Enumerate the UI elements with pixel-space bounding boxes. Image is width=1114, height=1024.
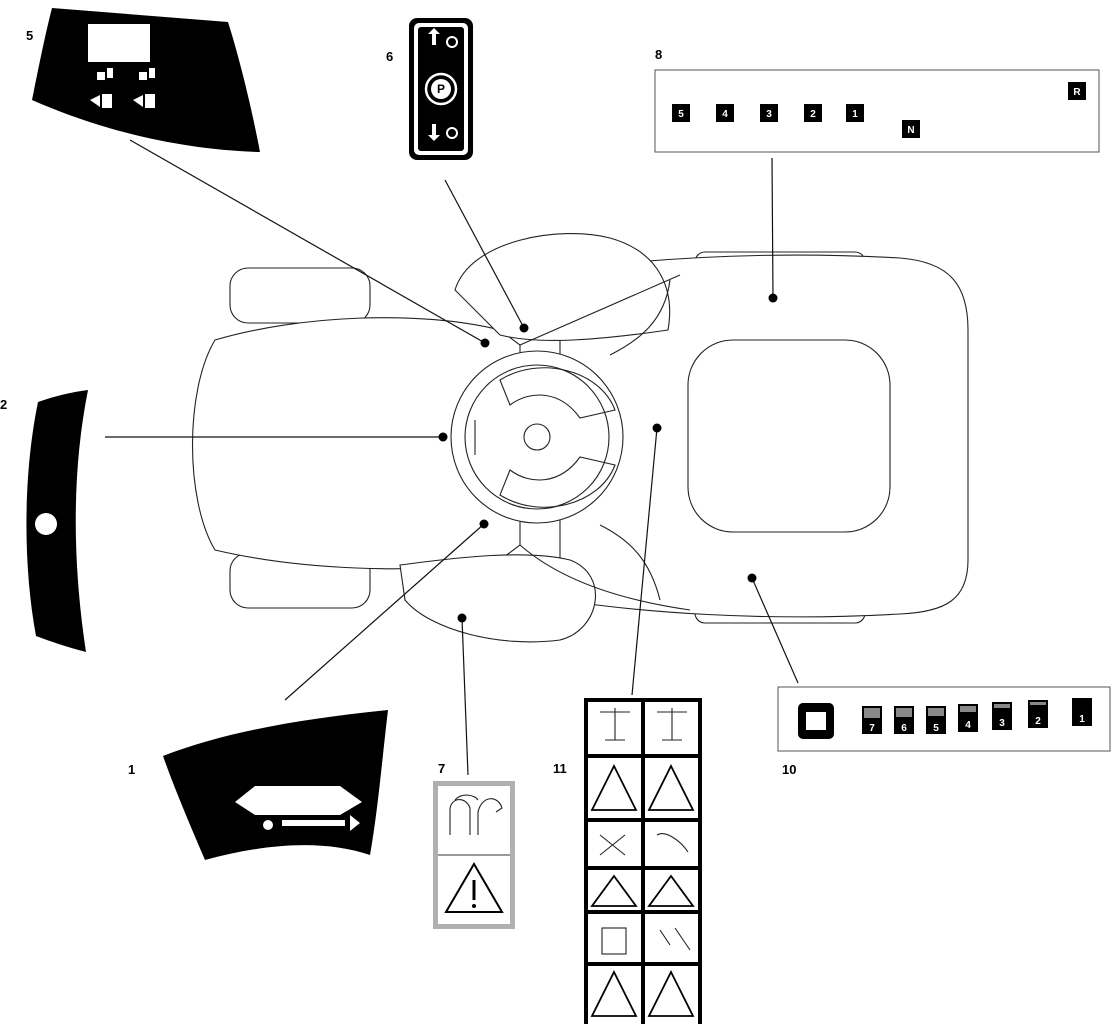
gear-label-reverse: R	[1073, 87, 1081, 98]
callout-7: 7	[438, 761, 445, 776]
decal-10-speed-plate: 7 6 5 4 3 2 1	[777, 686, 1111, 752]
callout-8: 8	[655, 47, 662, 62]
park-circle-icon	[424, 72, 458, 106]
decal-5-dash-panel	[32, 8, 260, 152]
gear-label-4: 4	[722, 109, 728, 120]
gear-label-5: 5	[678, 109, 684, 120]
leader-dots	[438, 293, 778, 623]
steering-wheel-rim	[450, 350, 624, 524]
gear-box-5	[672, 104, 690, 122]
seat-top	[454, 233, 671, 341]
gear-box-4	[716, 104, 734, 122]
callout-6: 6	[386, 49, 393, 64]
warning-triangle-icon	[444, 862, 504, 913]
hand-hazard-icon	[449, 794, 503, 835]
mower-deck-icons	[599, 708, 691, 955]
gear-label-3: 3	[766, 109, 772, 120]
callout-5: 5	[26, 28, 33, 43]
callout-2: 2	[0, 397, 7, 412]
callout-10: 10	[782, 762, 796, 777]
gear-label-2: 2	[810, 109, 816, 120]
speed-label-7: 7	[869, 723, 875, 734]
gear-box-2	[804, 104, 822, 122]
callout-1: 1	[128, 762, 135, 777]
speed-label-2: 2	[1035, 716, 1041, 727]
hour-meter-window	[88, 24, 150, 62]
gear-label-neutral: N	[907, 125, 914, 136]
throttle-slot	[235, 786, 362, 815]
down-arrow-icon	[428, 124, 440, 141]
decal-2-curved-strip	[26, 390, 88, 652]
park-symbol: P	[437, 82, 445, 96]
gear-label-1: 1	[852, 109, 858, 120]
up-arrow-icon	[428, 28, 440, 45]
gear-boxes: 5 4 3 2 1 N R	[672, 82, 1086, 138]
decal-6-park-decal: P	[409, 18, 473, 160]
gear-box-reverse	[1068, 82, 1086, 100]
decal-1-throttle-panel	[163, 710, 388, 860]
grille-panel	[687, 339, 891, 533]
gear-box-3	[760, 104, 778, 122]
caution-triangle-icons	[590, 763, 695, 1017]
speed-label-4: 4	[965, 720, 971, 731]
decal-8-gear-plate: 5 4 3 2 1 N R	[654, 69, 1100, 153]
callout-11: 11	[553, 761, 567, 776]
decal-7-warning	[433, 781, 515, 929]
throttle-icons	[263, 815, 360, 831]
ignition-hole	[35, 513, 57, 535]
headlight-switch-icons	[90, 68, 155, 108]
rear-left-wheel	[229, 267, 371, 324]
speed-label-3: 3	[999, 718, 1005, 729]
leader-lines	[105, 139, 799, 776]
mower-top-view	[191, 233, 969, 643]
speed-boxes: 7 6 5 4 3 2 1	[862, 698, 1092, 734]
speed-label-1: 1	[1079, 714, 1085, 725]
gear-box-1	[846, 104, 864, 122]
gear-box-neutral	[902, 120, 920, 138]
steering-hub	[523, 423, 551, 451]
seat-bottom	[399, 554, 596, 643]
speed-label-6: 6	[901, 723, 907, 734]
speed-label-5: 5	[933, 723, 939, 734]
decal-11-safety-panel	[584, 698, 702, 1024]
